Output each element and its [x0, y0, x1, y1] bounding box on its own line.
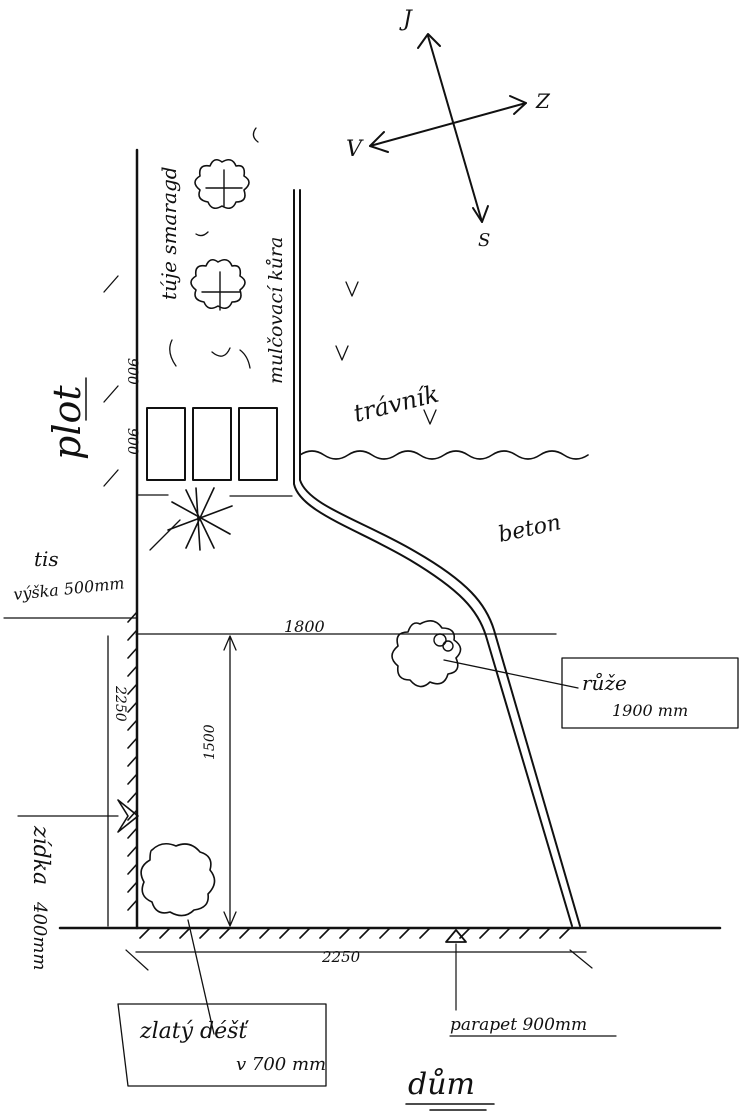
height-1500-line [223, 635, 237, 927]
yew-leader [149, 519, 181, 551]
dimensions: 1800 2250 1500 2250 [107, 617, 593, 971]
compass: J Z S V [346, 7, 551, 251]
house-wall-hatching [139, 927, 571, 939]
tank-height-label: 400mm [29, 901, 50, 971]
tank-label-group: zídka 400mm [17, 799, 139, 971]
thuja-shrub-1 [194, 158, 250, 210]
house-wall: parapet 900mm dům [58, 926, 722, 1111]
raised-bed-1 [146, 407, 186, 481]
compass-south-label: S [478, 230, 490, 251]
yew-planting: tis výška 500mm [3, 487, 293, 619]
bottom-2250-label: 2250 [321, 948, 361, 966]
yew-shrub [167, 487, 233, 551]
concrete-label: beton [496, 510, 563, 548]
height-1500-label: 1500 [202, 724, 218, 760]
compass-east-arrowhead [509, 95, 527, 115]
fence-dimension-b: 900 [124, 428, 140, 455]
compass-we-line [369, 102, 527, 147]
compass-north-arrowhead [417, 33, 441, 49]
lawn-boundary-wave [299, 450, 589, 460]
rose-flower-1 [433, 633, 447, 647]
goldenrain-shrub [140, 842, 216, 917]
rose-leader [443, 659, 579, 689]
rose-shrub [391, 620, 462, 688]
goldenrain-planting: zlatý déšť v 700 mm [117, 842, 327, 1087]
rose-flower-2 [442, 640, 454, 652]
yew-label: tis [34, 547, 59, 571]
fence: plot 900 900 [45, 148, 140, 930]
yew-guide-lines [137, 494, 293, 497]
rose-planting: růže 1900 mm [391, 620, 739, 729]
rose-height-label: 1900 mm [612, 701, 688, 720]
goldenrain-label: zlatý déšť [139, 1019, 249, 1044]
house-label: dům [408, 1067, 475, 1102]
dimension-ticks [125, 949, 593, 971]
fence-dimension-ticks [103, 275, 119, 487]
grass-marks [335, 281, 437, 425]
goldenrain-leader [187, 919, 215, 1035]
path-edge-outer [293, 189, 573, 927]
path-edge [293, 189, 581, 927]
goldenrain-label-box [117, 1003, 327, 1087]
rose-label-box [561, 657, 739, 729]
raised-beds [146, 407, 278, 481]
tank-marker [117, 799, 139, 833]
compass-east-label: Z [535, 89, 551, 113]
raised-bed-2 [192, 407, 232, 481]
width-1800-label: 1800 [284, 617, 325, 636]
path-edge-inner [299, 189, 581, 927]
thuja-plantings: túje smaragd [157, 127, 259, 369]
yew-height-label: výška 500mm [12, 573, 125, 604]
fence-hatching [127, 611, 138, 911]
goldenrain-height-label: v 700 mm [236, 1054, 326, 1075]
parapet-label: parapet 900mm [450, 1015, 587, 1035]
compass-ns-line [427, 35, 483, 223]
thuja-shrub-1-cross [205, 169, 243, 207]
height-2250-label: 2250 [112, 685, 128, 722]
raised-bed-3 [238, 407, 278, 481]
compass-south-arrowhead [472, 205, 489, 223]
mulch-label: mulčovací kůra [265, 237, 287, 384]
compass-north-label: J [399, 7, 413, 32]
tank-label: zídka [28, 825, 53, 885]
thuja-scribbles [169, 127, 259, 369]
lawn-area: trávník [299, 281, 589, 460]
compass-west-arrowhead [369, 131, 389, 153]
rose-label: růže [582, 671, 627, 695]
parapet-marker [445, 929, 467, 943]
thuja-shrub-2 [190, 258, 246, 310]
fence-dimension-a: 900 [124, 358, 140, 385]
thuja-shrub-2-cross [201, 271, 241, 311]
fence-label: plot [45, 385, 89, 460]
compass-west-label: V [346, 137, 364, 162]
thuja-label: túje smaragd [157, 166, 181, 300]
house-underline [405, 1103, 495, 1111]
